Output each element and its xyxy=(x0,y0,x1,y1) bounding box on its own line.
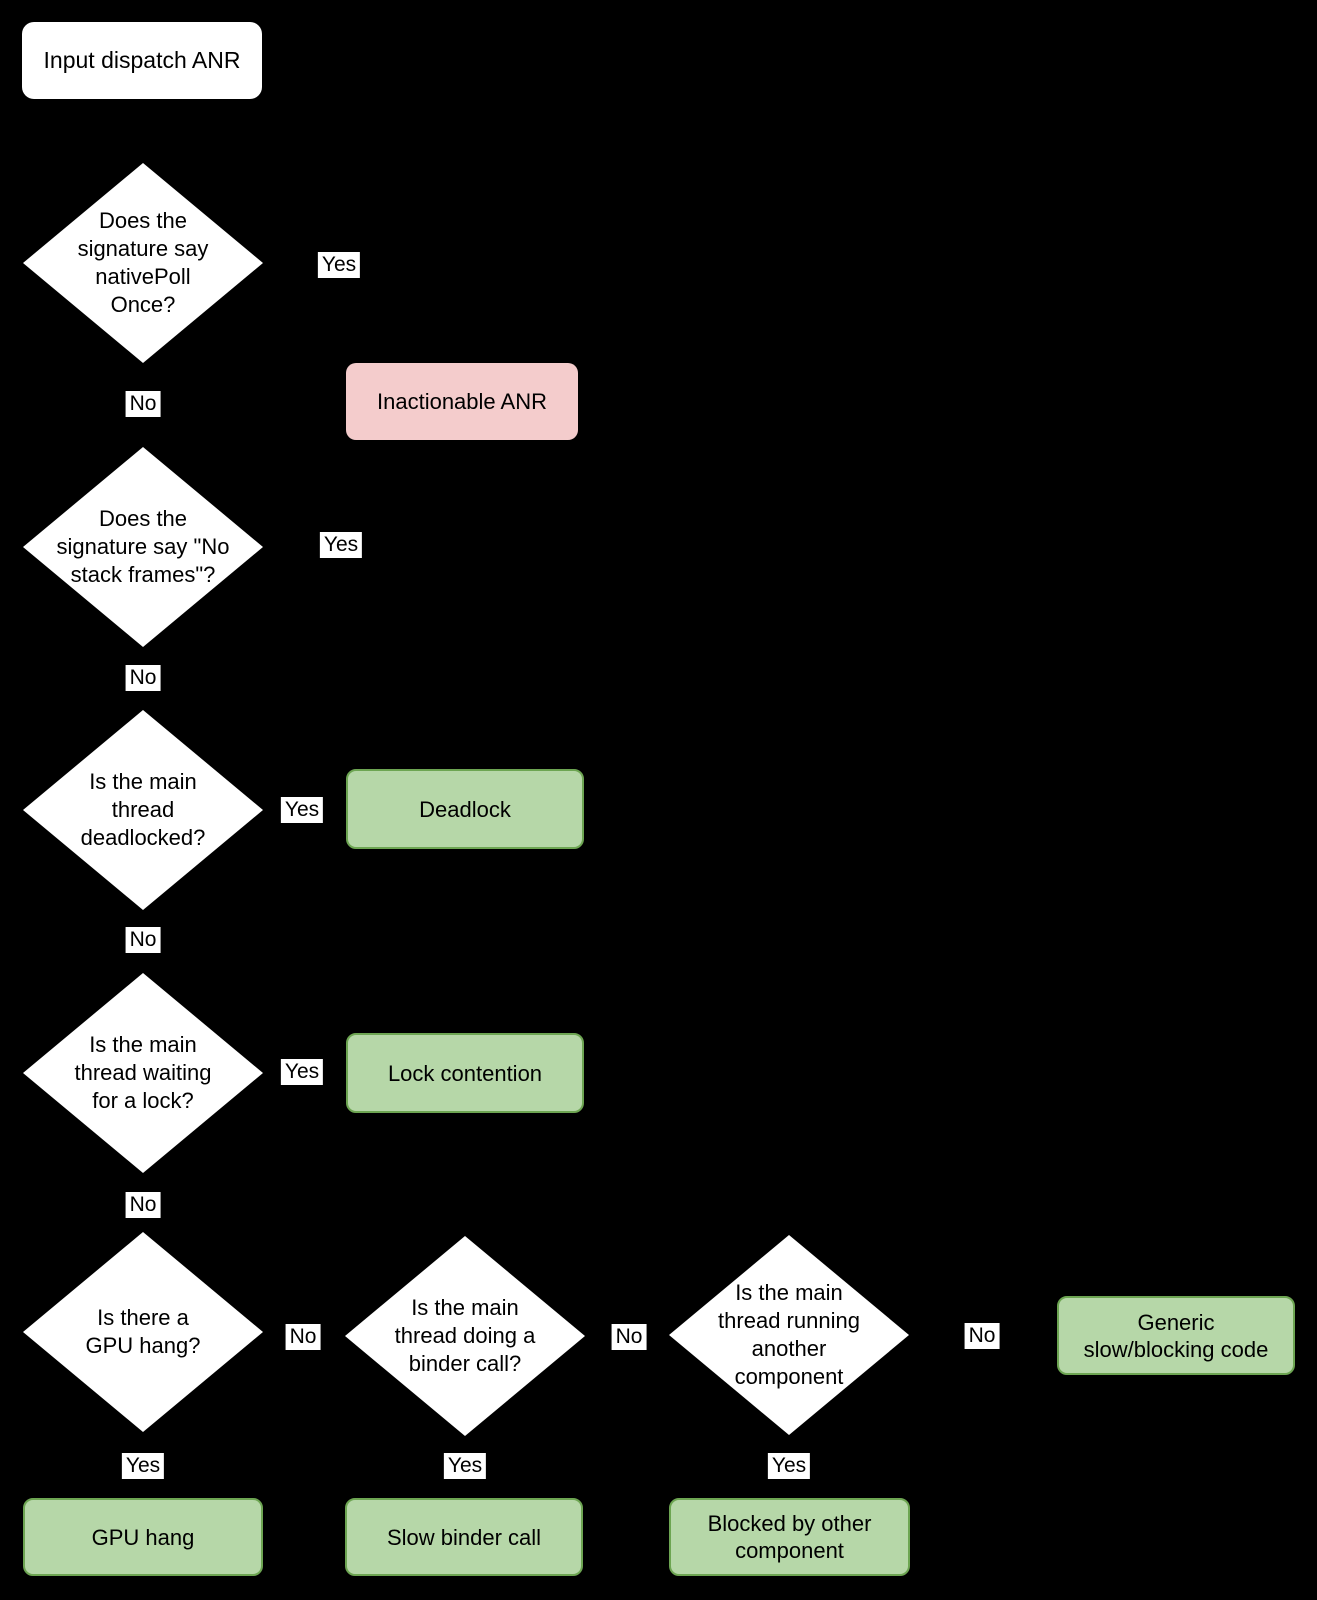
outcome-deadlock: Deadlock xyxy=(346,769,584,849)
decision-signature-no-stack-frames: Does the signature say "No stack frames"… xyxy=(23,447,263,647)
decision-label: Is the main thread waiting for a lock? xyxy=(74,1032,212,1113)
outcome-gpu-hang: GPU hang xyxy=(23,1498,263,1576)
outcome-generic-slow-blocking-code: Generic slow/blocking code xyxy=(1057,1296,1295,1375)
edge-label-d2-yes: Yes xyxy=(319,532,363,558)
edge-label-d7-yes: Yes xyxy=(767,1453,811,1479)
edge-label-d2-no: No xyxy=(125,665,161,691)
decision-main-thread-binder-call: Is the main thread doing a binder call? xyxy=(345,1236,585,1436)
outcome-blocked-by-other-component: Blocked by other component xyxy=(669,1498,910,1576)
edge-label-d1-no: No xyxy=(125,391,161,417)
decision-label: Is there a GPU hang? xyxy=(85,1305,201,1358)
edge-label-d4-yes: Yes xyxy=(280,1059,324,1085)
decision-main-thread-other-component: Is the main thread running another compo… xyxy=(669,1235,909,1435)
outcome-slow-binder-call: Slow binder call xyxy=(345,1498,583,1576)
edge-label-d5-yes: Yes xyxy=(121,1453,165,1479)
decision-main-thread-deadlocked: Is the main thread deadlocked? xyxy=(23,710,263,910)
decision-label: Is the main thread deadlocked? xyxy=(80,769,206,850)
edge-label-d3-yes: Yes xyxy=(280,797,324,823)
decision-label: Is the main thread running another compo… xyxy=(718,1280,860,1389)
edge-label-d5-no: No xyxy=(285,1324,321,1350)
decision-signature-nativepollonce: Does the signature say nativePoll Once? xyxy=(23,163,263,363)
decision-gpu-hang: Is there a GPU hang? xyxy=(23,1232,263,1432)
outcome-inactionable-anr: Inactionable ANR xyxy=(346,363,578,440)
edge-label-d7-no: No xyxy=(964,1323,1000,1349)
decision-label: Is the main thread doing a binder call? xyxy=(394,1295,536,1376)
decision-label: Does the signature say nativePoll Once? xyxy=(77,208,209,317)
edge-label-d1-yes: Yes xyxy=(317,252,361,278)
edge-label-d6-yes: Yes xyxy=(443,1453,487,1479)
outcome-lock-contention: Lock contention xyxy=(346,1033,584,1113)
edge-label-d3-no: No xyxy=(125,927,161,953)
edge-label-d6-no: No xyxy=(611,1324,647,1350)
edge-label-d4-no: No xyxy=(125,1192,161,1218)
decision-main-thread-waiting-lock: Is the main thread waiting for a lock? xyxy=(23,973,263,1173)
start-node-input-dispatch-anr: Input dispatch ANR xyxy=(22,22,262,99)
decision-label: Does the signature say "No stack frames"… xyxy=(56,506,230,587)
